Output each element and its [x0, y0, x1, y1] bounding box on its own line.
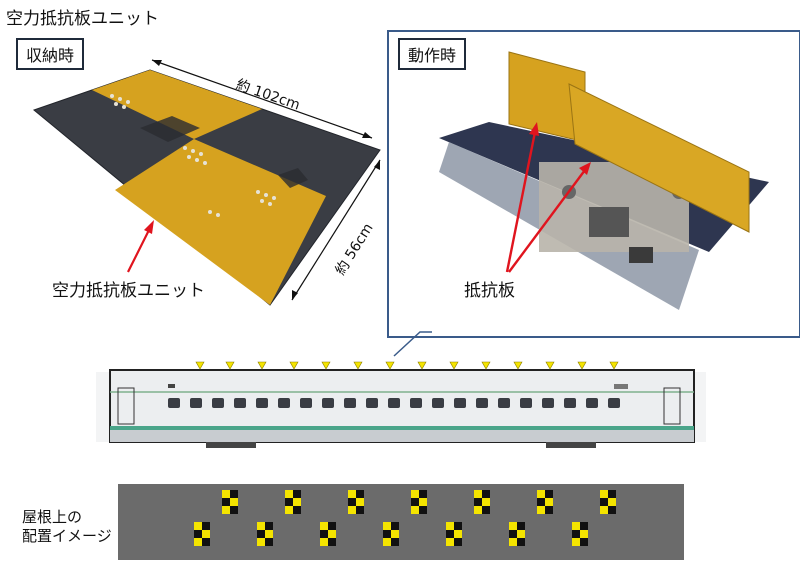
roof-marker: [411, 490, 427, 514]
stored-board-illustration: [32, 59, 381, 306]
roof-unit-markers: [195, 361, 619, 370]
roof-marker: [537, 490, 553, 514]
resistance-plate-front: [568, 83, 750, 233]
train-side-view: [96, 361, 706, 448]
roof-layout-image: [118, 484, 684, 560]
roof-note-line2: 配置イメージ: [22, 527, 112, 545]
roof-marker: [600, 490, 616, 514]
roof-marker: [474, 490, 490, 514]
roof-layout-note: 屋根上の 配置イメージ: [22, 508, 112, 546]
roof-marker: [509, 522, 525, 546]
bolt-dots: [110, 94, 276, 217]
roof-marker: [257, 522, 273, 546]
roof-marker: [572, 522, 588, 546]
roof-marker: [446, 522, 462, 546]
roof-marker: [194, 522, 210, 546]
roof-marker: [348, 490, 364, 514]
roof-marker: [383, 522, 399, 546]
stored-callout-label: 空力抵抗板ユニット: [52, 281, 205, 301]
yellow-panel-top: [92, 70, 262, 139]
frame-connector: [393, 331, 432, 357]
stored-label: 収納時: [16, 38, 85, 70]
roof-note-line1: 屋根上の: [22, 508, 83, 526]
operating-callout-label: 抵抗板: [464, 281, 515, 301]
roof-marker: [285, 490, 301, 514]
operating-unit-illustration: [439, 51, 769, 310]
page-title: 空力抵抗板ユニット: [6, 9, 159, 29]
operating-label: 動作時: [398, 38, 467, 70]
roof-marker: [222, 490, 238, 514]
roof-marker: [320, 522, 336, 546]
train-windows: [168, 398, 620, 408]
yellow-panel-bottom: [115, 139, 326, 305]
roof-marker-grid: [194, 490, 616, 546]
